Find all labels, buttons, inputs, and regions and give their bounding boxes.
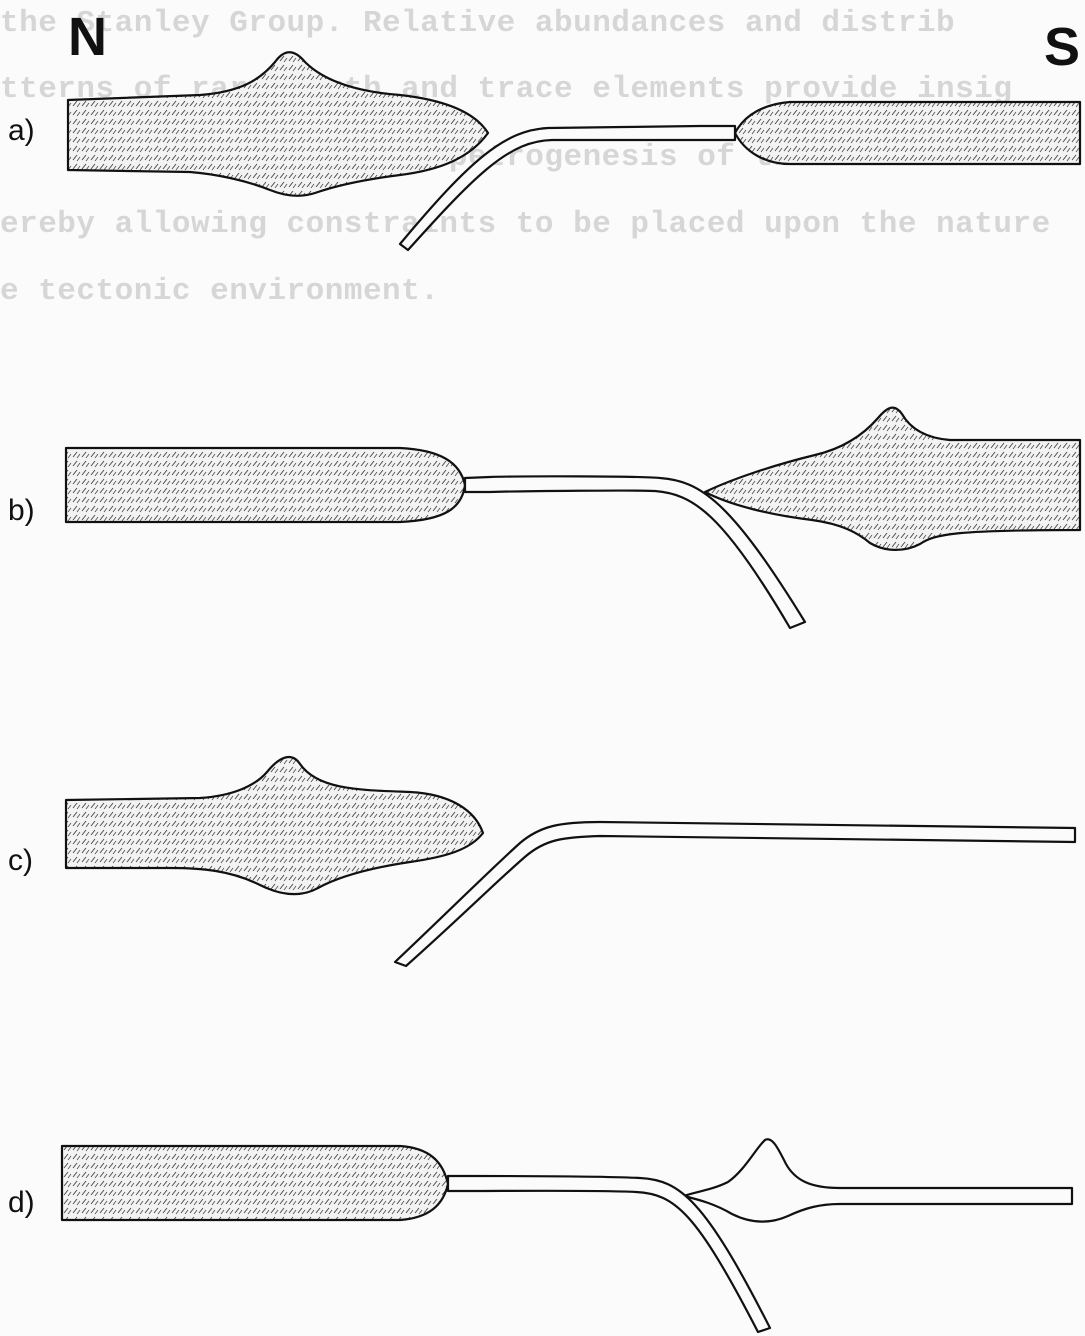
panel-a-label: a) bbox=[8, 116, 35, 146]
panel-b-diagram bbox=[66, 408, 1080, 628]
panel-c-oceanic-plate bbox=[395, 822, 1075, 966]
panel-b-north-continent bbox=[66, 448, 465, 522]
panel-a-north-continent bbox=[68, 52, 488, 196]
panel-a-south-continent bbox=[735, 102, 1080, 164]
panel-d-diagram bbox=[62, 1139, 1072, 1332]
panel-c-north-continent bbox=[66, 757, 483, 894]
panel-b-south-continent bbox=[705, 408, 1080, 550]
panel-a-diagram bbox=[68, 52, 1080, 250]
panel-c-label: c) bbox=[8, 846, 33, 876]
panel-d-south-arc bbox=[684, 1139, 1072, 1222]
south-label: S bbox=[1044, 20, 1080, 74]
panel-d-north-continent bbox=[62, 1146, 448, 1220]
north-label: N bbox=[68, 10, 107, 64]
panel-b-label: b) bbox=[8, 496, 35, 526]
panel-c-diagram bbox=[66, 757, 1075, 966]
panel-d-label: d) bbox=[8, 1188, 35, 1218]
